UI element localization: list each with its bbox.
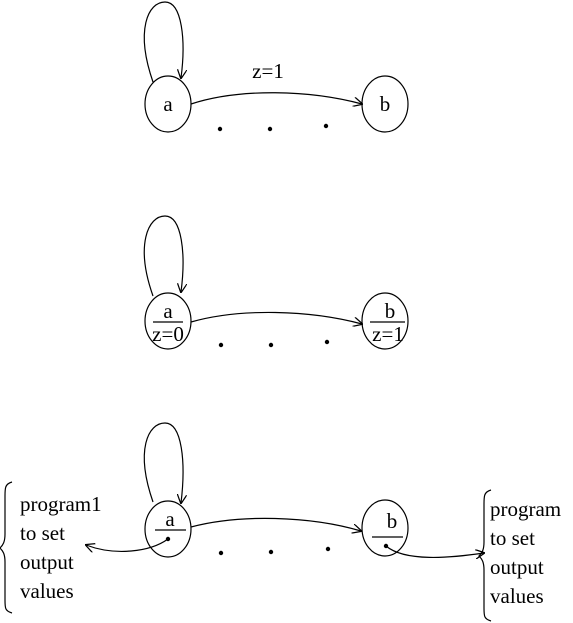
left-note-line: to set — [20, 521, 65, 545]
self-loop-a-2 — [143, 215, 183, 297]
ellipsis-dot — [267, 126, 273, 132]
ellipsis-dot — [268, 549, 274, 555]
state-a-2-output: z=0 — [152, 322, 184, 346]
right-note-line: output — [490, 555, 544, 579]
transition-a-b-1 — [190, 92, 362, 104]
transition-a-b-3 — [190, 517, 361, 531]
diagram-1: a b z=1 — [143, 1, 409, 133]
right-note-brace — [478, 489, 492, 622]
state-a-3[interactable] — [144, 500, 192, 558]
right-note-line: values — [490, 584, 544, 608]
ellipsis-dot — [323, 123, 329, 129]
transition-a-b-2 — [190, 311, 362, 324]
ellipsis-dot — [324, 339, 330, 345]
state-b-2-output: z=1 — [372, 322, 404, 346]
state-b-1-label: b — [380, 92, 391, 116]
diagram-3: a b program1 to set output values progra… — [0, 422, 566, 622]
ellipsis-dot — [325, 546, 331, 552]
diagram-2: a z=0 b z=1 — [143, 215, 409, 350]
state-a-3-label: a — [165, 507, 175, 531]
left-note-line: output — [20, 550, 74, 574]
state-b-2-label: b — [385, 299, 396, 323]
left-note-line: program1 — [20, 492, 102, 516]
state-a-2[interactable] — [144, 292, 192, 350]
ellipsis-dot — [268, 342, 274, 348]
state-b-3-label: b — [387, 509, 398, 533]
ellipsis-dot — [217, 126, 223, 132]
self-loop-a-3 — [143, 422, 183, 503]
state-a-1-label: a — [163, 92, 173, 116]
action-arrow-left — [86, 538, 169, 551]
right-note-line: to set — [490, 526, 535, 550]
state-a-2-label: a — [163, 299, 173, 323]
transition-label-1: z=1 — [252, 59, 284, 83]
right-note-line: program — [490, 497, 561, 521]
left-note-line: values — [20, 579, 74, 603]
left-note: program1 to set output values — [20, 492, 107, 603]
left-note-brace — [0, 481, 13, 614]
self-loop-a-1 — [143, 1, 183, 83]
ellipsis-dot — [218, 550, 224, 556]
ellipsis-dot — [218, 342, 224, 348]
action-arrow-right — [385, 545, 484, 557]
right-note: program to set output values — [490, 497, 566, 608]
